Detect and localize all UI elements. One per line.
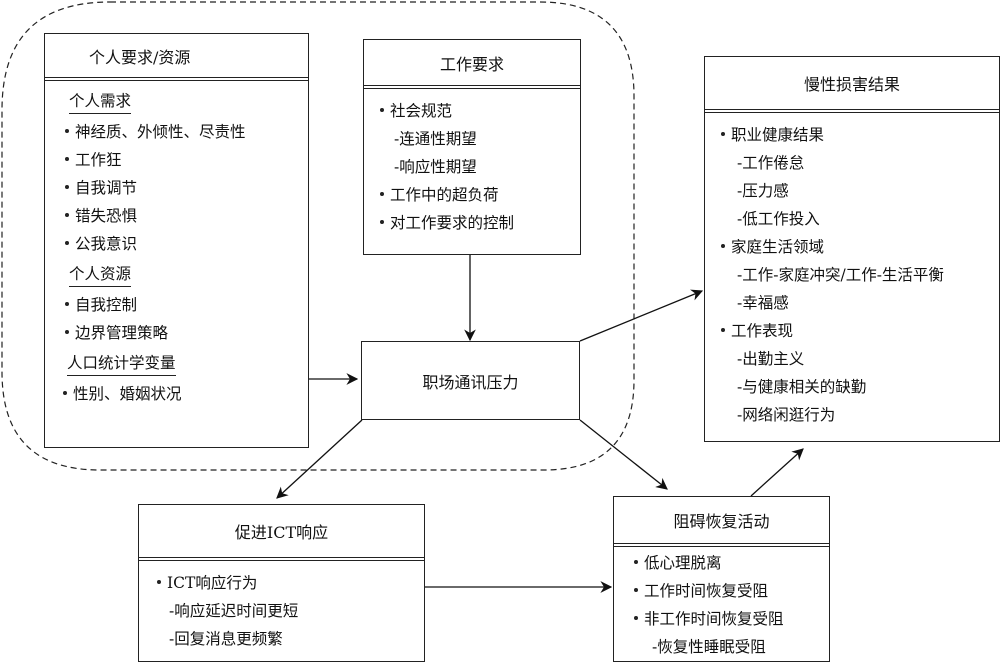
arrow-recovery-to-outcomes	[750, 448, 804, 497]
personal-demands-resources-box: 个人要求/资源 个人需求 神经质、外倾性、尽责性 工作狂 自我调节 错失恐惧 公…	[44, 33, 309, 448]
list-item: 错失恐惧	[45, 202, 308, 230]
list-item: 工作狂	[45, 146, 308, 174]
list-item: 非工作时间恢复受阻	[614, 605, 829, 633]
section-heading-demographics: 人口统计学变量	[67, 351, 176, 376]
list-item: 公我意识	[45, 230, 308, 258]
dashed-grouping-boundary	[1, 1, 635, 471]
list-item: -工作-家庭冲突/工作-生活平衡	[737, 266, 944, 284]
list-item: 自我控制	[45, 291, 308, 319]
list-item: -恢复性睡眠受阻	[652, 638, 766, 656]
list-item: 自我调节	[45, 174, 308, 202]
work-demands-title: 工作要求	[364, 40, 580, 89]
list-item: 神经质、外倾性、尽责性	[45, 118, 308, 146]
list-item: -网络闲逛行为	[737, 406, 836, 424]
list-item: -工作倦怠	[737, 154, 805, 172]
list-item: 职业健康结果	[705, 121, 999, 149]
list-item: 低心理脱离	[614, 549, 829, 577]
list-item: 工作表现	[705, 317, 999, 345]
list-item: 工作中的超负荷	[364, 181, 580, 209]
work-demands-box: 工作要求 社会规范 -连通性期望 -响应性期望 工作中的超负荷 对工作要求的控制	[363, 39, 581, 255]
arrow-center-to-outcomes	[579, 289, 704, 342]
list-item: 家庭生活领域	[705, 233, 999, 261]
list-item: 社会规范	[364, 97, 580, 125]
list-item: -回复消息更频繁	[169, 630, 283, 648]
personal-box-title: 个人要求/资源	[45, 34, 308, 81]
list-item: 对工作要求的控制	[364, 209, 580, 237]
list-item: -连通性期望	[394, 130, 477, 148]
list-item: -压力感	[737, 182, 789, 200]
list-item: 边界管理策略	[45, 319, 308, 347]
list-item: -响应性期望	[394, 158, 477, 176]
section-heading-personal-resources: 个人资源	[69, 262, 132, 287]
list-item: -低工作投入	[737, 210, 820, 228]
workplace-telepressure-box: 职场通讯压力	[361, 341, 580, 420]
list-item: -出勤主义	[737, 350, 805, 368]
arrow-center-to-recovery	[579, 419, 668, 490]
section-heading-personal-demands: 个人需求	[69, 89, 132, 114]
list-item: -幸福感	[737, 294, 789, 312]
list-item: ICT响应行为	[139, 569, 424, 597]
list-item: 性别、婚姻状况	[45, 380, 308, 408]
arrow-center-to-ict	[276, 419, 363, 499]
ict-response-box: 促进ICT响应 ICT响应行为 -响应延迟时间更短 -回复消息更频繁	[138, 504, 425, 662]
outcomes-title: 慢性损害结果	[705, 57, 999, 113]
list-item: -与健康相关的缺勤	[737, 378, 867, 396]
list-item: 工作时间恢复受阻	[614, 577, 829, 605]
hindered-recovery-box: 阻碍恢复活动 低心理脱离 工作时间恢复受阻 非工作时间恢复受阻 -恢复性睡眠受阻	[613, 496, 830, 662]
recovery-box-title: 阻碍恢复活动	[614, 497, 829, 547]
ict-box-title: 促进ICT响应	[139, 505, 424, 561]
center-box-title: 职场通讯压力	[422, 372, 519, 392]
chronic-outcomes-box: 慢性损害结果 职业健康结果 -工作倦怠 -压力感 -低工作投入 家庭生活领域 -…	[704, 56, 1000, 442]
list-item: -响应延迟时间更短	[169, 602, 299, 620]
